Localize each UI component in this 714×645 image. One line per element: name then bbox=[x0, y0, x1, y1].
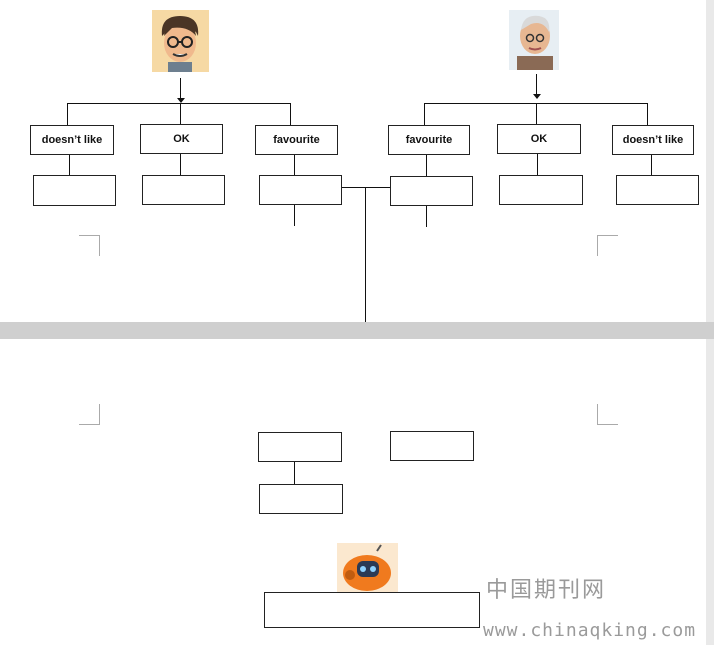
right-label-ok: OK bbox=[497, 124, 581, 154]
left-connector bbox=[69, 155, 70, 175]
left-branch-drop bbox=[290, 103, 291, 125]
old-man-avatar-icon bbox=[509, 10, 559, 70]
right-label-favourite: favourite bbox=[388, 125, 470, 155]
left-empty-box-2[interactable] bbox=[142, 175, 225, 205]
right-box-tail bbox=[426, 206, 427, 227]
right-branch-drop bbox=[647, 103, 648, 125]
right-branch-line bbox=[424, 103, 647, 104]
left-branch-drop bbox=[67, 103, 68, 125]
lower-box-left[interactable] bbox=[258, 432, 342, 462]
right-branch-drop bbox=[424, 103, 425, 125]
right-connector bbox=[426, 155, 427, 176]
lower-box-right[interactable] bbox=[390, 431, 474, 461]
center-connector-line bbox=[342, 187, 390, 188]
left-arrow-stem bbox=[180, 78, 181, 100]
page-corner-mark bbox=[79, 404, 100, 425]
right-branch-drop bbox=[536, 103, 537, 124]
left-empty-box-3[interactable] bbox=[259, 175, 342, 205]
left-arrow-head bbox=[177, 98, 185, 103]
page-gap bbox=[0, 322, 714, 339]
bottom-wide-box[interactable] bbox=[264, 592, 480, 628]
left-box-tail bbox=[294, 205, 295, 226]
right-arrow-head bbox=[533, 94, 541, 99]
right-empty-box-1[interactable] bbox=[390, 176, 473, 206]
right-connector bbox=[537, 154, 538, 175]
right-label-doesnt-like: doesn’t like bbox=[612, 125, 694, 155]
left-label-ok: OK bbox=[140, 124, 223, 154]
page-corner-mark bbox=[597, 404, 618, 425]
left-connector bbox=[180, 154, 181, 175]
left-label-doesnt-like: doesn’t like bbox=[30, 125, 114, 155]
robot-avatar-icon bbox=[337, 543, 398, 592]
left-connector bbox=[294, 155, 295, 175]
lower-connector bbox=[294, 462, 295, 484]
watermark-cn: 中国期刊网 bbox=[486, 578, 607, 603]
right-connector bbox=[651, 155, 652, 176]
watermark-url: www.chinaqking.com bbox=[483, 620, 697, 641]
boy-avatar-icon bbox=[152, 10, 209, 72]
right-arrow-stem bbox=[536, 74, 537, 96]
left-branch-drop bbox=[180, 103, 181, 125]
center-connector-drop bbox=[365, 187, 366, 322]
page-corner-mark bbox=[597, 235, 618, 256]
right-empty-box-2[interactable] bbox=[499, 175, 583, 205]
left-label-favourite: favourite bbox=[255, 125, 338, 155]
right-empty-box-3[interactable] bbox=[616, 175, 699, 205]
left-empty-box-1[interactable] bbox=[33, 175, 116, 206]
lower-box-bottom[interactable] bbox=[259, 484, 343, 514]
left-branch-line bbox=[67, 103, 290, 104]
page-corner-mark bbox=[79, 235, 100, 256]
